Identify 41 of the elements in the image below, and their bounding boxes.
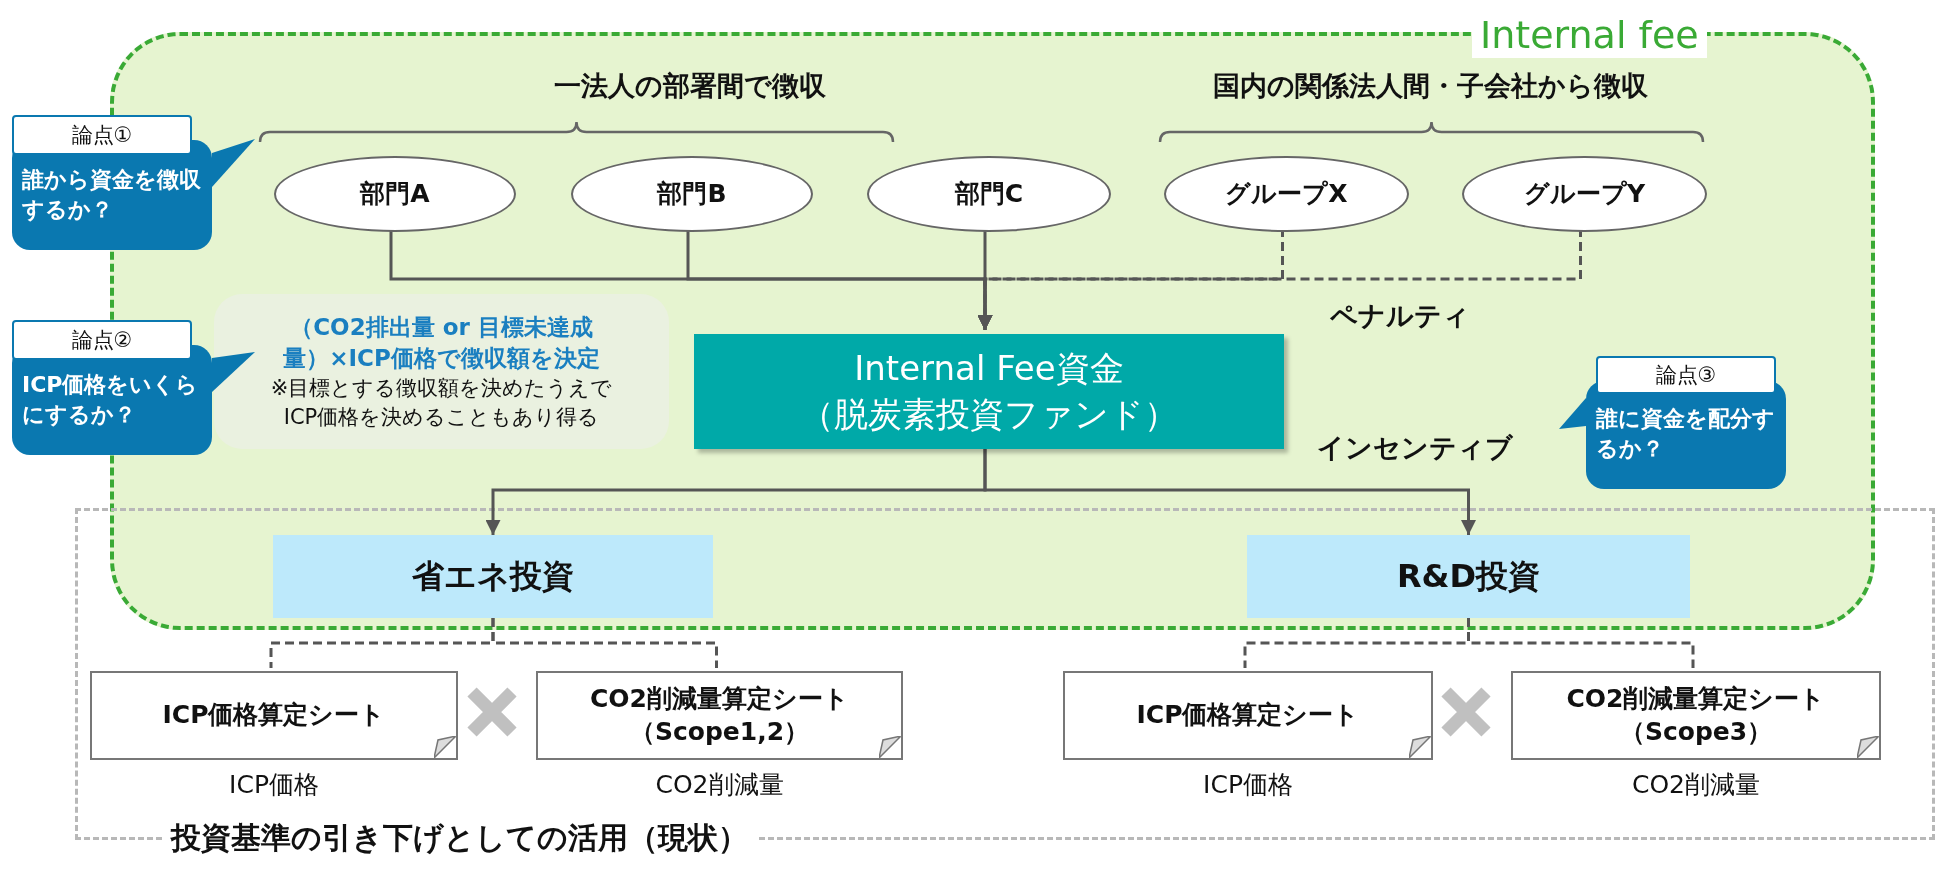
sheet-box [90, 671, 458, 760]
node-text: CO2削減量算定シート [1566, 683, 1826, 715]
text-label: インセンティブ [1317, 431, 1513, 465]
text-label: 一法人の部署間で徴収 [554, 69, 826, 103]
sheet-caption: ICP価格 [1202, 769, 1294, 801]
node-text: ICP価格算定シート [1136, 699, 1360, 732]
node-text: R&D投資 [1396, 555, 1541, 597]
investment-box [273, 535, 713, 618]
node-text: グループY [1523, 177, 1646, 210]
callout-text: 誰から資金を徴収するか？ [22, 166, 202, 224]
sheet-box [1511, 671, 1881, 760]
investment-box [1247, 535, 1690, 618]
node-text: Internal Fee資金 [854, 346, 1124, 390]
text-label: 国内の関係法人間・子会社から徴収 [1212, 69, 1648, 103]
node-text: 部門B [657, 177, 727, 210]
callout-header: 論点① [12, 115, 192, 155]
fund-box [694, 334, 1284, 449]
node-text: グループX [1225, 177, 1348, 210]
node-text: CO2削減量算定シート [590, 683, 849, 715]
region-title: 投資基準の引き下げとしての活用（現状） [163, 821, 756, 856]
sheet-caption: CO2削減量 [654, 769, 785, 801]
sheet-caption: ICP価格 [228, 769, 320, 801]
callout-text: 誰に資金を配分するか？ [1596, 405, 1776, 463]
sheet-caption: CO2削減量 [1630, 769, 1761, 801]
callout-header: 論点③ [1596, 356, 1776, 394]
text-label: ペナルティ [1330, 299, 1470, 333]
node-text: （Scope3） [1619, 715, 1773, 748]
node-text: 部門A [360, 177, 430, 210]
note-box [214, 294, 669, 449]
node-text: 省エネ投資 [412, 555, 574, 597]
sheet-box [1063, 671, 1433, 760]
node-text: （Scope1,2） [629, 715, 810, 748]
node-text: ICP価格算定シート [162, 699, 386, 732]
sheet-box [536, 671, 903, 760]
callout-text: ICP価格をいくらにするか？ [22, 371, 200, 429]
node-text: ※目標とする徴収額を決めたうえでICP価格を決めることもあり得る [269, 375, 614, 431]
connector-line [491, 618, 718, 668]
node-text: 部門C [954, 177, 1024, 210]
callout-header: 論点② [12, 320, 192, 360]
node-text: （CO2排出量 or 目標未達成量）×ICP価格で徴収額を決定 [282, 313, 601, 374]
node-text: （脱炭素投資ファンド） [800, 392, 1178, 436]
